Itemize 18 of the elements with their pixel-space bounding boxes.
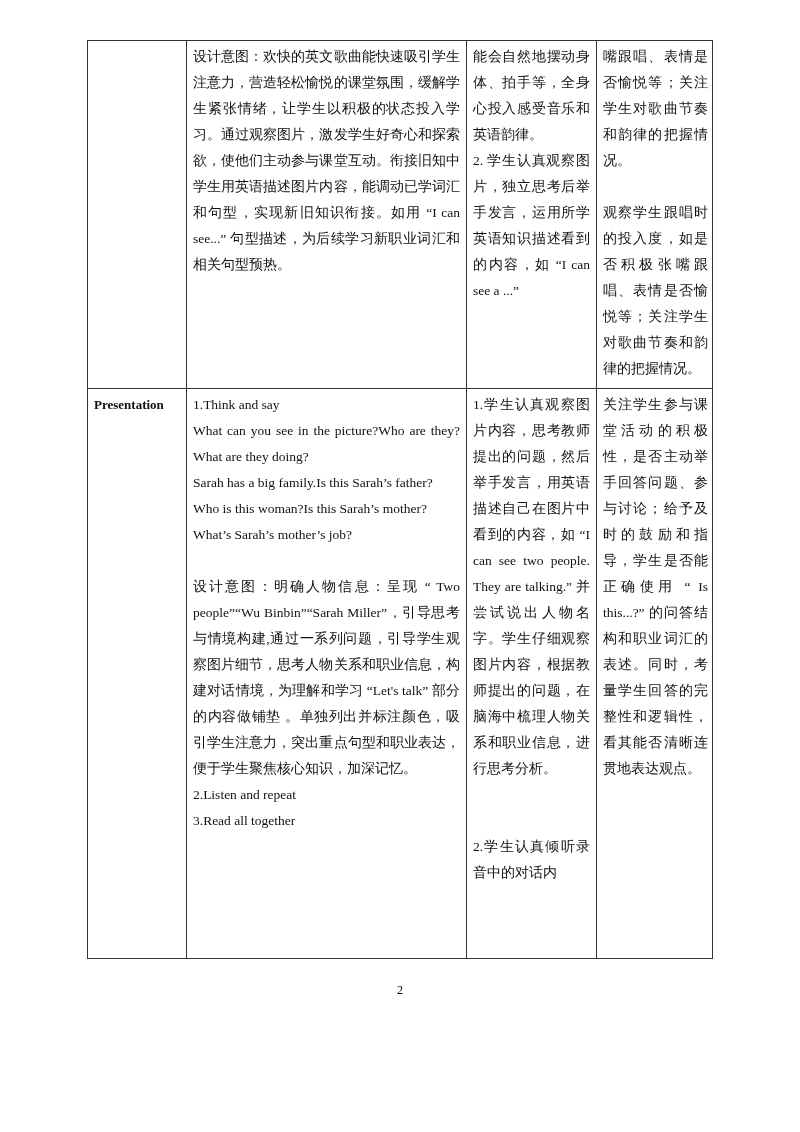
table-cell-text: What can you see in the picture?Who are they?What are they doing? [193,422,460,466]
table-cell-text: 2. 学生认真观察图片，独立思考后举手发言，运用所学英语知识描述看到的内容，如 “I can see a ...” [473,152,590,300]
page-number: 2 [396,983,404,998]
table-cell-text: 设计意图：明确人物信息：呈现 “ Two people”“Wu Binbin”“Sarah Miller”，引导思考与情境构建,通过一系列问题，引导学生观察图片细节，思考人物关系和职业信息，构建对话情境，为理解和学习 “Let's talk” 部分的内容做铺垫 。单独列出并标注颜色，吸引学生注意力，突出重点句型和职业表达，便于学生聚焦核心知识，加深记忆。 [193,578,460,778]
row-heading: Presentation [94,396,165,414]
table-cell-text: Who is this woman?Is this Sarah’s mother? [193,500,428,518]
table-cell-text: 2.Listen and repeat [193,786,298,804]
table-cell-text: Sarah has a big family.Is this Sarah’s father? [193,474,434,492]
table-cell-text: 关注学生参与课堂活动的积极性，是否主动举手回答问题、参与讨论；给予及时的鼓励和指导，学生是否能正确使用 “ Is this...?” 的问答结构和职业词汇的表述。同时，考量学生回答的完整性和逻辑性，看其能否清晰连贯地表达观点。 [603,396,708,778]
table-cell-text: 能会自然地摆动身体、拍手等，全身心投入感受音乐和英语韵律。 [473,48,590,144]
table-cell-text: 1.学生认真观察图片内容，思考教师提出的问题，然后举手发言，用英语描述自己在图片中看到的内容，如 “I can see two people. They are talking.” 并尝试说出人物名字。学生仔细观察图片内容，根据教师提出的问题，在脑海中梳理人物关系和职业信息，进行思考分析。 [473,396,590,778]
table-cell-text: 2.学生认真倾听录音中的对话内 [473,838,590,882]
table-cell-text: 观察学生跟唱时的投入度，如是否积极张嘴跟唱、表情是否愉悦等；关注学生对歌曲节奏和韵律的把握情况。 [603,204,708,378]
table-cell-text: 设计意图：欢快的英文歌曲能快速吸引学生注意力，营造轻松愉悦的课堂氛围，缓解学生紧张情绪，让学生以积极的状态投入学习。通过观察图片，激发学生好奇心和探索欲，使他们主动参与课堂互动。衔接旧知中学生用英语描述图片内容，能调动已学词汇和句型，实现新旧知识衔接。如用 “I can see...” 句型描述，为后续学习新职业词汇和相关句型预热。 [193,48,460,274]
table-cell-text: 1.Think and say [193,396,281,414]
table-cell-text: What’s Sarah’s mother’s job? [193,526,354,544]
table-cell-text: 嘴跟唱、表情是否愉悦等；关注学生对歌曲节奏和韵律的把握情况。 [603,48,708,170]
table-cell-text: 3.Read all together [193,812,297,830]
